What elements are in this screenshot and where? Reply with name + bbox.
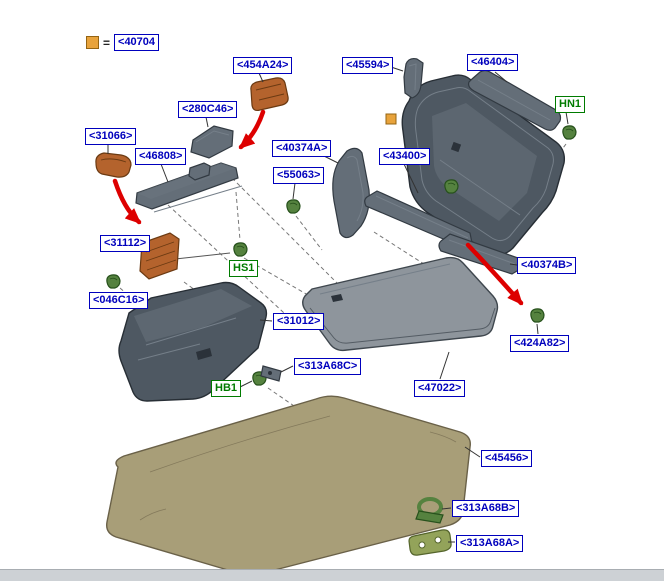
callout-454A24[interactable]: <454A24>: [233, 57, 293, 74]
callout-HB1[interactable]: HB1: [211, 380, 242, 397]
red-arrow-454A24: [238, 109, 266, 150]
clip-HN1-icon: [562, 125, 577, 140]
pillar-trim-part-40374A: [332, 147, 370, 239]
cargo-shelf-part: [302, 256, 499, 352]
rear-sill-part-46808: [135, 162, 243, 213]
callout-31112[interactable]: <31112>: [100, 235, 151, 252]
callout-43400[interactable]: <43400>: [379, 148, 431, 165]
bracket-part-280C46: [190, 125, 234, 159]
callout-HS1[interactable]: HS1: [229, 260, 259, 277]
orange-part-31066: [95, 152, 132, 178]
floor-carpet-part: [106, 395, 471, 576]
callout-55063[interactable]: <55063>: [273, 167, 325, 184]
callout-HN1[interactable]: HN1: [555, 96, 586, 113]
callout-31066[interactable]: <31066>: [85, 128, 137, 145]
callout-31012[interactable]: <31012>: [273, 313, 325, 330]
callout-280C46[interactable]: <280C46>: [178, 101, 238, 118]
callout-45456[interactable]: <45456>: [481, 450, 533, 467]
callout-40374B[interactable]: <40374B>: [517, 257, 577, 274]
orange-part-454A24: [250, 77, 289, 112]
callout-424A82[interactable]: <424A82>: [510, 335, 570, 352]
legend-equals-sign: =: [103, 35, 111, 50]
red-arrow-31066: [112, 178, 142, 225]
red-arrows: [112, 109, 524, 306]
callout-313A68C[interactable]: <313A68C>: [294, 358, 362, 375]
callout-313A68B[interactable]: <313A68B>: [452, 500, 520, 517]
upper-bracket-part-45594: [403, 57, 424, 99]
callout-313A68A[interactable]: <313A68A>: [456, 535, 524, 552]
leader-lines: [107, 65, 569, 543]
bottom-scrollbar[interactable]: [0, 569, 664, 581]
tie-down-ring-part-313A68B: [415, 497, 444, 524]
bracket-part-313A68A: [408, 529, 452, 556]
orange-marker-icon: [385, 113, 397, 125]
callout-45594[interactable]: <45594>: [342, 57, 394, 74]
sill-plate-part-43400: [364, 190, 473, 248]
callout-47022[interactable]: <47022>: [414, 380, 466, 397]
left-quarter-trim-part: [118, 252, 268, 402]
callout-46808[interactable]: <46808>: [135, 148, 187, 165]
clip-HS1-icon: [233, 242, 248, 257]
clip-55063-icon: [286, 199, 301, 214]
callout-46404[interactable]: <46404>: [467, 54, 519, 71]
callout-40704[interactable]: <40704: [114, 34, 160, 51]
callout-046C16[interactable]: <046C16>: [89, 292, 149, 309]
red-arrow-424A82: [465, 242, 524, 306]
clip-046C16-icon: [106, 274, 121, 289]
strap-part-313A68C: [260, 365, 282, 382]
legend-orange-square-icon: [86, 36, 99, 49]
liftgate-trim-part: [401, 74, 566, 256]
clip-43400-icon: [444, 179, 459, 194]
callout-40374A[interactable]: <40374A>: [272, 140, 332, 157]
clip-424A82-icon: [530, 308, 545, 323]
legend: = <40704: [86, 34, 160, 51]
